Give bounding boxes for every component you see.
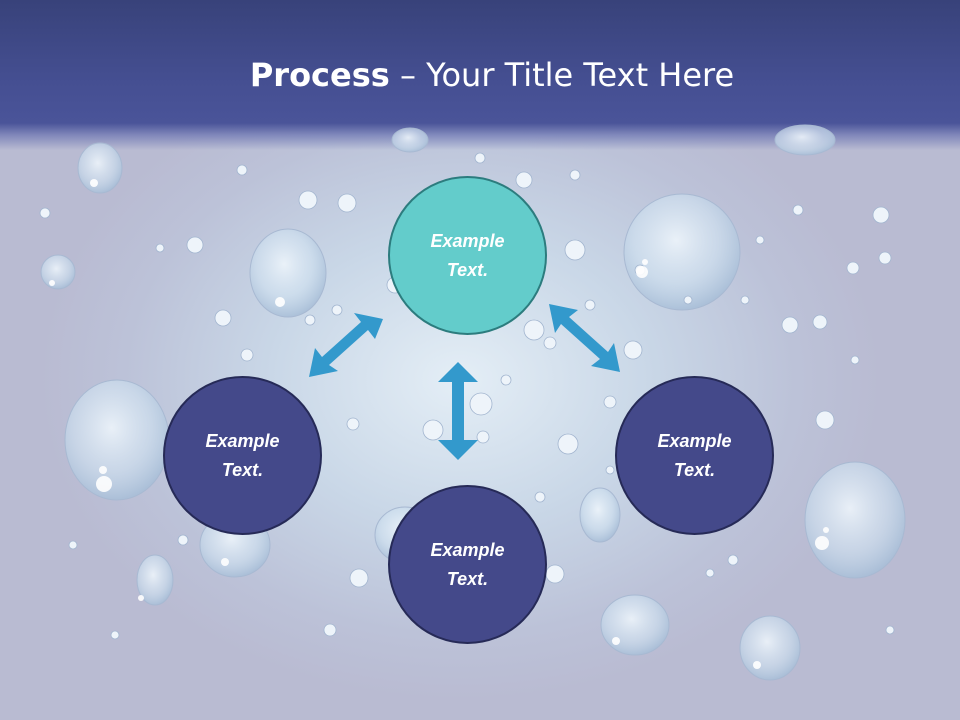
process-node-top-text: Example Text.: [430, 230, 505, 280]
double-arrow-icon-left: [309, 313, 383, 377]
slide-title-bold: Process: [249, 56, 390, 94]
process-node-right-text: Example Text.: [657, 430, 732, 480]
slide-title: Process – Your Title Text Here: [0, 55, 960, 95]
slide-title-rest: – Your Title Text Here: [389, 56, 735, 94]
process-node-right[interactable]: Example Text.: [615, 376, 774, 535]
process-node-bottom-text: Example Text.: [430, 539, 505, 589]
process-node-left[interactable]: Example Text.: [163, 376, 322, 535]
process-node-bottom[interactable]: Example Text.: [388, 485, 547, 644]
double-arrow-icon-center: [438, 362, 478, 460]
process-node-left-text: Example Text.: [205, 430, 280, 480]
process-node-top[interactable]: Example Text.: [388, 176, 547, 335]
double-arrow-icon-right: [549, 304, 620, 372]
